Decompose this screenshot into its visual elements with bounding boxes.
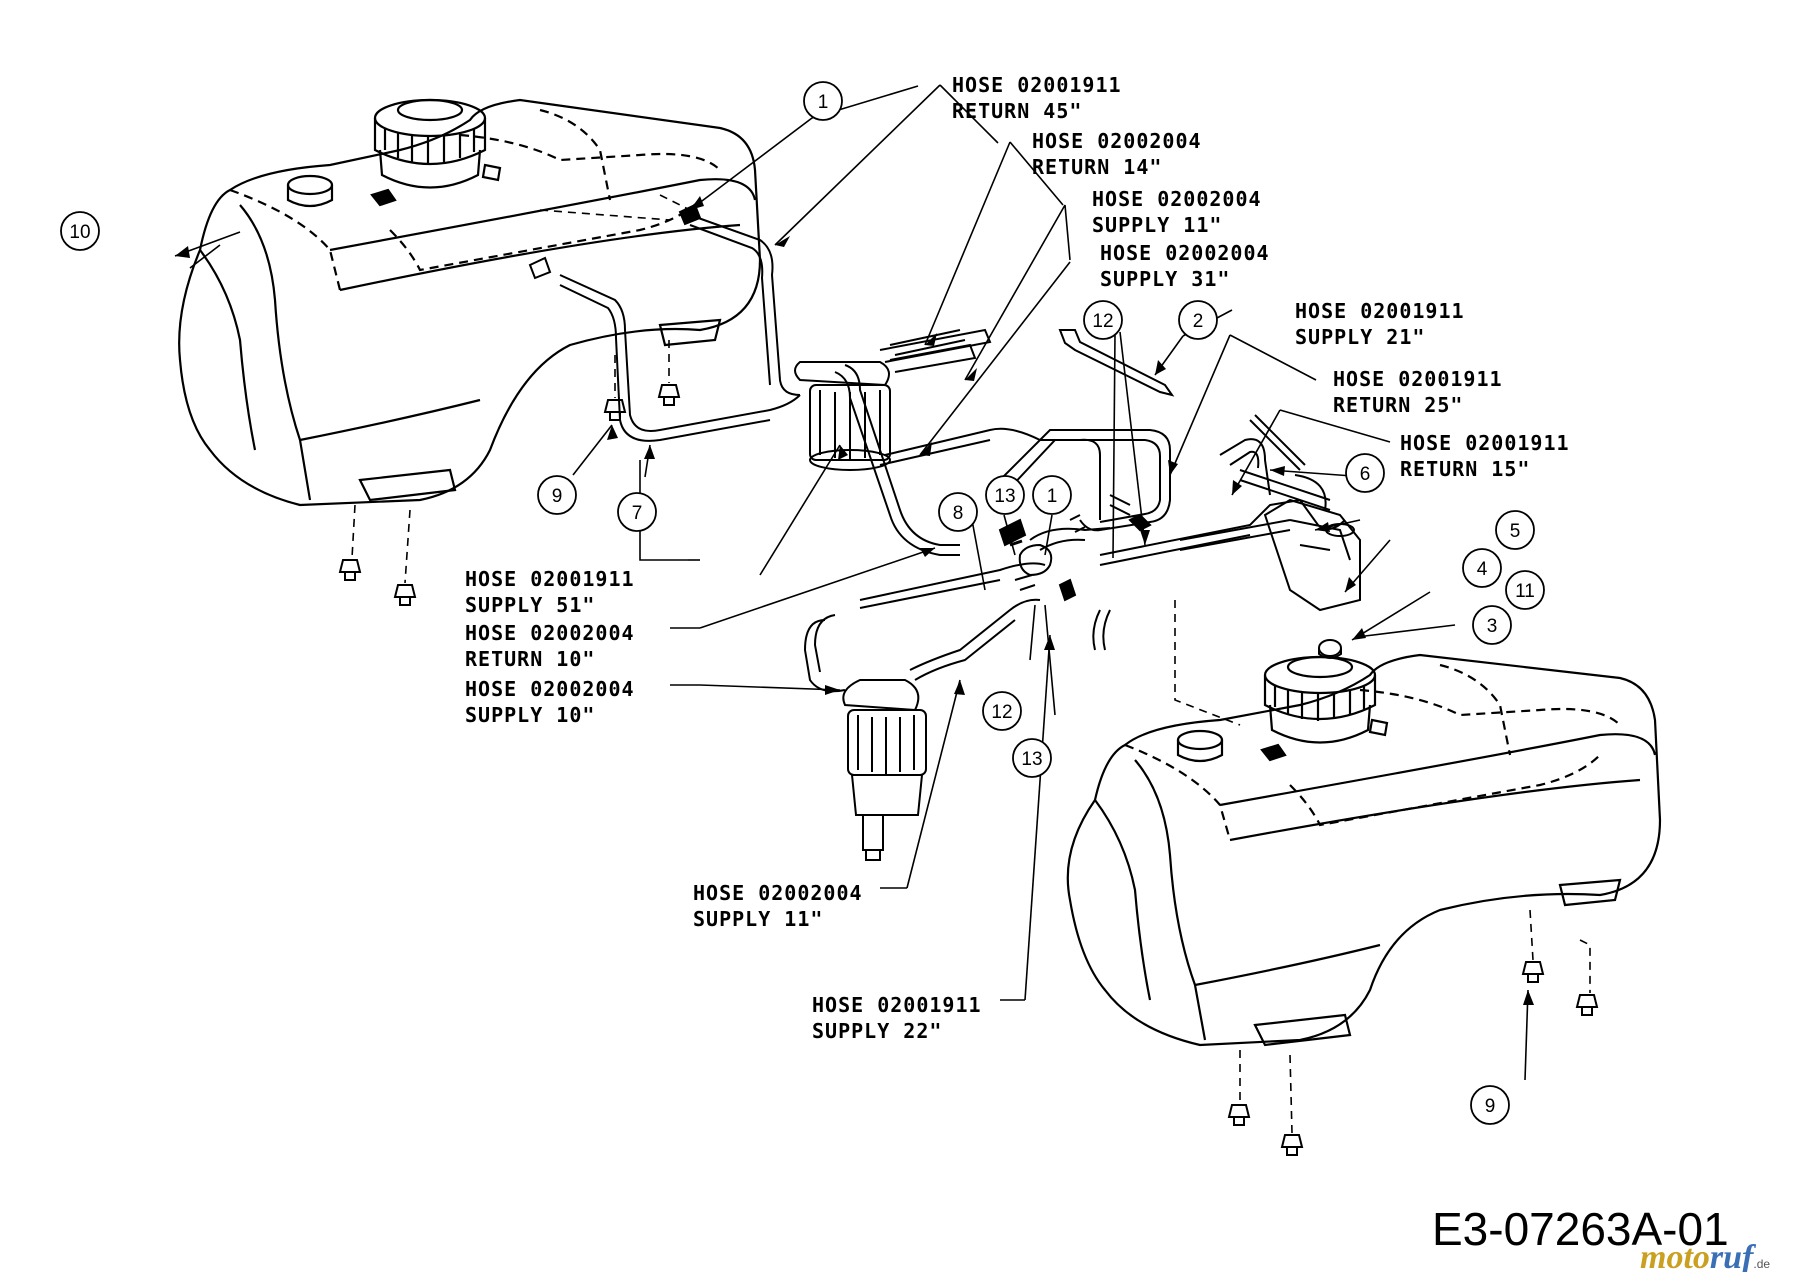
callout-number: 6 <box>1360 464 1371 485</box>
watermark-suffix: .de <box>1753 1257 1770 1271</box>
callout-circle <box>1012 738 1052 778</box>
right-fuel-tank <box>1066 653 1662 1047</box>
hose-label-line: SUPPLY 11" <box>1092 213 1222 237</box>
hose-label-line: RETURN 14" <box>1032 155 1162 179</box>
callout-number: 1 <box>1047 486 1058 507</box>
callout-circle <box>1470 1085 1510 1125</box>
callout-number: 8 <box>953 503 964 524</box>
callout-number: 12 <box>1092 311 1113 332</box>
callout-number: 7 <box>632 503 643 524</box>
hose-label-line: SUPPLY 21" <box>1295 325 1425 349</box>
hose-label-line: RETURN 45" <box>952 99 1082 123</box>
hose-label-line: SUPPLY 10" <box>465 703 595 727</box>
hose-label-line: HOSE 02001911 <box>952 73 1122 97</box>
hose-label-line: RETURN 25" <box>1333 393 1463 417</box>
arrow-heads <box>175 196 1534 1005</box>
svg-text:motoruf.de: motoruf.de <box>1640 1239 1770 1272</box>
hose-label-line: SUPPLY 51" <box>465 593 595 617</box>
callout-number: 10 <box>69 222 90 243</box>
diagram-reference-code: E3-07263A-01 <box>1432 1203 1729 1255</box>
leader-lines <box>174 84 1529 1081</box>
hose-label-line: HOSE 02002004 <box>1092 187 1262 211</box>
callout-number: 5 <box>1510 521 1521 542</box>
clamps-and-fittings <box>528 203 1361 659</box>
callout-circle <box>1178 300 1218 340</box>
hose-label-line: HOSE 02002004 <box>1100 241 1270 265</box>
callout-circles <box>60 81 1545 1125</box>
callout-number: 12 <box>991 702 1012 723</box>
callout-number: 13 <box>1021 749 1042 770</box>
callout-circle <box>537 475 577 515</box>
callout-number: 4 <box>1477 559 1488 580</box>
callout-circle <box>1505 570 1545 610</box>
watermark-logo: motoruf.de <box>1640 1239 1770 1272</box>
hose-label-line: SUPPLY 11" <box>693 907 823 931</box>
callout-circle <box>982 691 1022 731</box>
hose-label-line: HOSE 02002004 <box>693 881 863 905</box>
callout-number: 11 <box>1515 581 1535 602</box>
hose-label-line: RETURN 15" <box>1400 457 1530 481</box>
callout-circle <box>938 492 978 532</box>
callout-number: 9 <box>552 486 563 507</box>
callout-numbers: 1 10 9 7 12 2 6 5 4 11 3 8 13 1 12 13 9 <box>69 92 1534 1117</box>
callout-circle <box>1032 475 1072 515</box>
bolt-dash-lines <box>351 194 1591 1134</box>
hose-label-line: HOSE 02002004 <box>465 621 635 645</box>
upper-fuel-filter <box>794 328 992 471</box>
watermark-part2: ruf <box>1710 1239 1757 1272</box>
hose-label-line: HOSE 02001911 <box>1333 367 1503 391</box>
mounting-bolts <box>338 384 1599 1156</box>
hose-label-line: HOSE 02001911 <box>465 567 635 591</box>
hose-label-line: RETURN 10" <box>465 647 595 671</box>
hose-label-line: SUPPLY 31" <box>1100 267 1230 291</box>
leader-line-connectors <box>639 84 1391 1001</box>
callout-circle <box>60 211 100 251</box>
hose-label-line: HOSE 02001911 <box>1295 299 1465 323</box>
callout-number: 1 <box>818 92 829 113</box>
callout-circle <box>1472 605 1512 645</box>
callout-number: 2 <box>1193 311 1204 332</box>
callout-circle <box>803 81 843 121</box>
hose-label-line: SUPPLY 22" <box>812 1019 942 1043</box>
callout-circle <box>617 492 657 532</box>
hose-label-line: HOSE 02001911 <box>1400 431 1570 455</box>
callout-number: 13 <box>994 486 1015 507</box>
hose-label-line: HOSE 02001911 <box>812 993 982 1017</box>
hose-label-line: HOSE 02002004 <box>1032 129 1202 153</box>
callout-circle <box>1495 510 1535 550</box>
callout-circle <box>1345 453 1385 493</box>
callout-number: 3 <box>1487 616 1498 637</box>
watermark-part1: moto <box>1640 1239 1710 1272</box>
callout-circle <box>985 475 1025 515</box>
callout-circle <box>1083 300 1123 340</box>
hose-labels: HOSE 02001911 RETURN 45" HOSE 02002004 R… <box>465 73 1570 1043</box>
callout-circle <box>1462 548 1502 588</box>
callout-number: 9 <box>1485 1096 1496 1117</box>
hose-label-line: HOSE 02002004 <box>465 677 635 701</box>
lower-fuel-filter <box>842 679 927 861</box>
